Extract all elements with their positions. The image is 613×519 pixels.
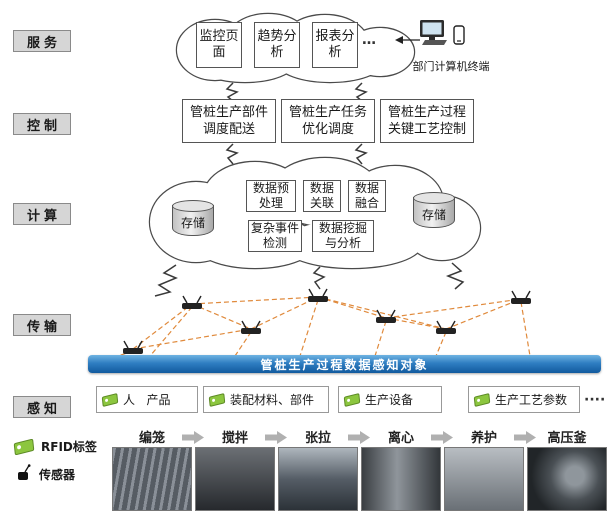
compute-box-cep: 复杂事件检测 bbox=[248, 220, 302, 252]
process-step-label: 高压釜 bbox=[547, 431, 587, 446]
process-photo-mixing bbox=[195, 447, 275, 511]
control-box-scheduling: 管桩生产任务优化调度 bbox=[281, 99, 375, 143]
process-photo-curing bbox=[444, 447, 524, 511]
compute-box-correlate: 数据关联 bbox=[303, 180, 341, 212]
wifi-mesh-line bbox=[374, 320, 387, 357]
wireless-router-icon bbox=[121, 340, 145, 355]
service-box-monitoring: 监控页面 bbox=[196, 22, 242, 68]
zigzag-connector bbox=[312, 266, 326, 290]
perception-box-label: 生产工艺参数 bbox=[495, 393, 568, 407]
wireless-router-icon bbox=[239, 320, 263, 335]
terminal-label: 部门计算机终端 bbox=[412, 60, 490, 73]
rfid-tag-icon bbox=[208, 392, 226, 407]
perception-box-label: 生产设备 bbox=[365, 393, 414, 407]
legend-rfid-label: RFID标签 bbox=[41, 440, 97, 454]
rfid-tag-icon bbox=[473, 392, 491, 407]
wireless-router-icon bbox=[434, 320, 458, 335]
legend-sensor-label: 传感器 bbox=[39, 467, 76, 482]
process-step-label: 养护 bbox=[470, 431, 497, 446]
perception-bar: 管桩生产过程数据感知对象 bbox=[88, 355, 601, 373]
rfid-tag-icon bbox=[101, 392, 119, 407]
process-photo-cage bbox=[112, 447, 192, 511]
process-photo-tensioning bbox=[278, 447, 358, 511]
process-step-label: 张拉 bbox=[304, 431, 331, 446]
layer-label-transmission: 传输 bbox=[13, 314, 71, 336]
storage-cylinder-left: 存储 bbox=[172, 200, 214, 238]
process-photo-autoclave bbox=[527, 447, 607, 511]
rfid-tag-icon bbox=[343, 392, 361, 407]
zigzag-connector bbox=[154, 264, 178, 297]
computer-terminal-icon bbox=[418, 18, 468, 58]
wifi-mesh-line bbox=[191, 296, 319, 305]
process-photo-centrifugal bbox=[361, 447, 441, 511]
sensor-icon bbox=[16, 464, 32, 484]
compute-box-fusion: 数据融合 bbox=[348, 180, 386, 212]
storage-label: 存储 bbox=[421, 208, 446, 222]
process-arrow-icon bbox=[182, 429, 204, 444]
perception-box-parameters: 生产工艺参数 bbox=[468, 386, 580, 413]
perception-box-materials: 装配材料、部件 bbox=[203, 386, 329, 413]
layer-label-control: 控制 bbox=[13, 113, 71, 135]
rfid-tag-icon bbox=[13, 438, 35, 455]
wifi-mesh-line bbox=[435, 331, 447, 357]
compute-box-preprocess: 数据预处理 bbox=[246, 180, 296, 212]
layer-label-service: 服务 bbox=[13, 30, 71, 52]
legend-sensor-row: 传感器 bbox=[16, 464, 75, 484]
control-box-process: 管桩生产过程关键工艺控制 bbox=[380, 99, 474, 143]
wireless-router-icon bbox=[509, 290, 533, 305]
compute-box-mining: 数据挖掘与分析 bbox=[312, 220, 374, 252]
process-arrow-icon bbox=[431, 429, 453, 444]
process-step-label: 离心 bbox=[387, 431, 414, 446]
wifi-mesh-line bbox=[385, 298, 522, 319]
perception-box-label: 装配材料、部件 bbox=[230, 393, 315, 407]
storage-label: 存储 bbox=[180, 216, 205, 230]
wireless-router-icon bbox=[306, 288, 330, 303]
wifi-mesh-line bbox=[299, 299, 319, 357]
service-box-trend: 趋势分析 bbox=[254, 22, 300, 68]
layer-label-perception: 感知 bbox=[13, 396, 71, 418]
wireless-router-icon bbox=[180, 295, 204, 310]
storage-cylinder-right: 存储 bbox=[413, 192, 455, 230]
zigzag-connector bbox=[354, 143, 368, 165]
legend-rfid-row: RFID标签 bbox=[13, 438, 97, 455]
perception-box-label: 人 产品 bbox=[123, 393, 171, 407]
process-step-label: 搅拌 bbox=[221, 431, 248, 446]
zigzag-connector bbox=[445, 262, 465, 290]
control-box-dispatch: 管桩生产部件调度配送 bbox=[182, 99, 276, 143]
process-arrow-icon bbox=[514, 429, 536, 444]
service-ellipsis: … bbox=[362, 32, 376, 48]
wifi-mesh-line bbox=[234, 331, 252, 357]
terminal-arrow bbox=[395, 36, 420, 44]
perception-box-people-product: 人 产品 bbox=[96, 386, 198, 413]
zigzag-connector bbox=[225, 143, 239, 165]
wireless-router-icon bbox=[374, 309, 398, 324]
layer-label-compute: 计算 bbox=[13, 203, 71, 225]
perception-box-equipment: 生产设备 bbox=[338, 386, 442, 413]
wifi-mesh-line bbox=[149, 306, 193, 357]
process-step-label: 编笼 bbox=[138, 431, 165, 446]
perception-ellipsis: ···· bbox=[584, 392, 606, 408]
service-box-report: 报表分析 bbox=[312, 22, 358, 68]
process-arrow-icon bbox=[265, 429, 287, 444]
wifi-mesh-line bbox=[132, 328, 252, 350]
process-arrow-icon bbox=[348, 429, 370, 444]
wifi-mesh-line bbox=[520, 301, 531, 357]
